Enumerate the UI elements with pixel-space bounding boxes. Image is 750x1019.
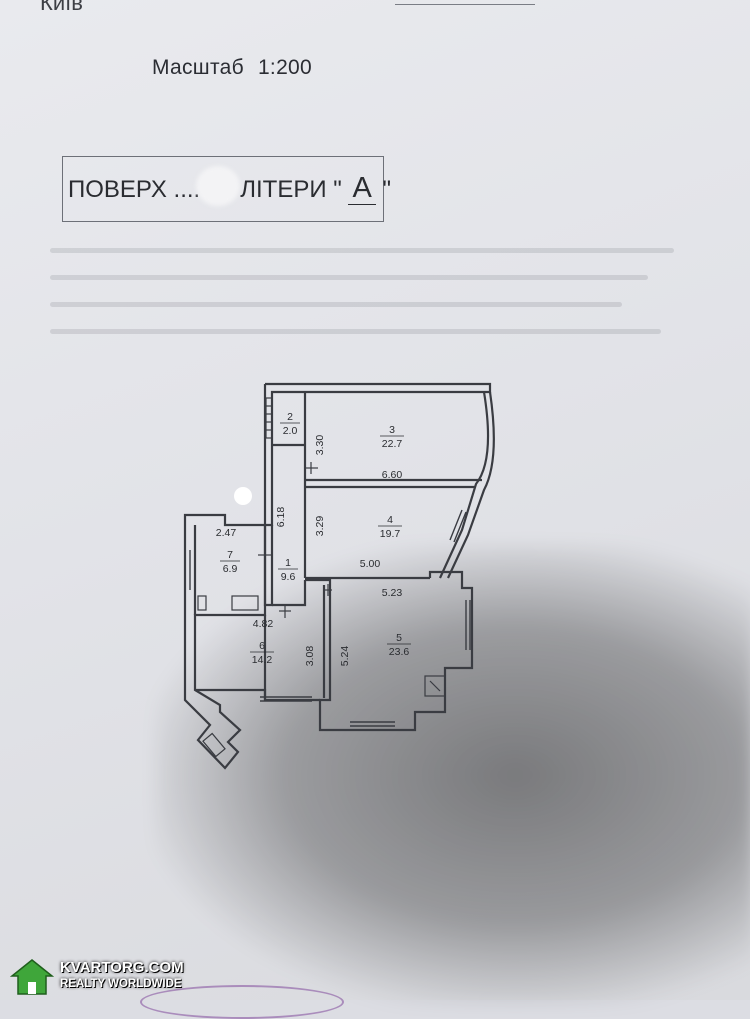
- wall-room5: [305, 570, 474, 732]
- sink: [197, 595, 207, 611]
- floor-title-box: [62, 156, 384, 222]
- wall-curved-facade-outer: [447, 391, 495, 579]
- room-number: 2: [287, 411, 293, 423]
- window-facade: [449, 509, 467, 543]
- room-area: 23.6: [389, 646, 410, 658]
- wall-left-upper: [263, 384, 305, 527]
- dimension-label: 6.18: [275, 507, 287, 528]
- liter-letter: А: [348, 172, 376, 205]
- wall-top: [265, 382, 492, 394]
- dimension-label: 5.24: [339, 646, 351, 667]
- city-text: Київ: [40, 0, 83, 15]
- header-rule: [395, 4, 535, 5]
- room-number: 6: [259, 640, 265, 652]
- room-number: 7: [227, 549, 233, 561]
- bathtub: [231, 595, 259, 611]
- column: [424, 675, 446, 697]
- balcony-unit: [202, 732, 226, 758]
- bleed-through-text: [50, 248, 700, 378]
- dimension-label: 4.82: [253, 618, 274, 630]
- wall-corridor-left: [263, 525, 274, 607]
- wall-left-block: [183, 513, 267, 770]
- dimension-label: 3.08: [304, 646, 316, 667]
- plan-redaction-dot: [234, 487, 252, 505]
- plan-windows: [189, 509, 471, 727]
- room-area: 9.6: [281, 571, 296, 583]
- plan-walls: [183, 382, 495, 770]
- phone-shadow: [155, 545, 750, 1005]
- dimension-label: 3.29: [314, 516, 326, 537]
- scale-value: 1:200: [257, 56, 313, 79]
- wall-room6-bottom: [195, 688, 320, 702]
- room-number: 4: [387, 514, 393, 526]
- liter-label: ЛІТЕРИ ": [240, 176, 342, 203]
- dimension-label: 3.30: [314, 435, 326, 456]
- dimension-label: 5.00: [360, 558, 381, 570]
- scale-label: Масштаб: [152, 56, 244, 79]
- wall-corridor-bottom: [272, 580, 307, 607]
- house-icon: [10, 959, 54, 995]
- room-area: 6.9: [223, 563, 238, 575]
- dimension-label: 2.47: [216, 527, 237, 539]
- room-labels: 2 2.0 3 22.7 4 19.7 1 9.6 7 6.9 5 23.6 6…: [220, 411, 411, 666]
- scale-line: Масштаб 1:200: [152, 56, 326, 80]
- window-room6: [260, 696, 312, 702]
- dimension-labels: 3.30 6.60 6.18 3.29 5.00 2.47 5.23 4.82 …: [216, 435, 403, 667]
- liter-close: ": [382, 176, 391, 203]
- window-bottom: [350, 721, 395, 727]
- room-number: 3: [389, 424, 395, 436]
- room-number: 1: [285, 557, 291, 569]
- redaction-mark: [196, 166, 240, 206]
- dimension-label: 5.23: [382, 587, 403, 599]
- watermark-subtitle: REALTY WORLDWIDE: [60, 978, 182, 990]
- room-area: 2.0: [283, 425, 298, 437]
- room-number: 5: [396, 632, 402, 644]
- dimension-label: 6.60: [382, 469, 403, 481]
- window-right: [465, 600, 471, 650]
- plan-dim-lines: [258, 462, 332, 650]
- wall-curved-facade: [439, 391, 490, 579]
- room-area: 14.2: [252, 654, 273, 666]
- room-area: 19.7: [380, 528, 401, 540]
- vent-shaft: [265, 397, 273, 439]
- watermark: KVARTORG.COM REALTY WORLDWIDE: [10, 958, 190, 996]
- plan-fixtures: [197, 397, 446, 758]
- room-area: 22.7: [382, 438, 403, 450]
- floor-title: ПОВЕРХ .... ЛІТЕРИ " А ": [68, 172, 391, 205]
- watermark-title: KVARTORG.COM: [60, 959, 184, 976]
- floor-label: ПОВЕРХ ....: [68, 176, 201, 203]
